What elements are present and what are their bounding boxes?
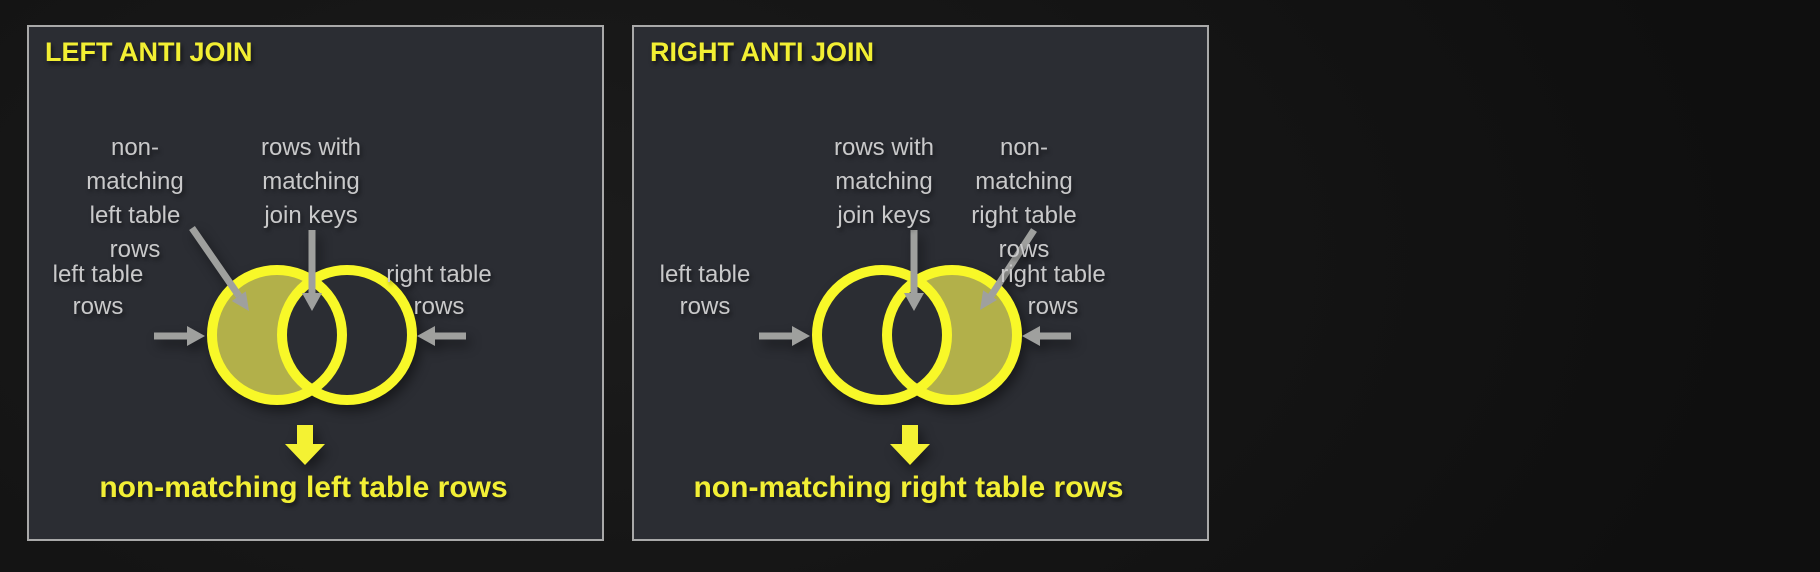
label-line: matching: [86, 168, 184, 195]
result-caption: non-matching right table rows: [693, 471, 1124, 504]
label-line: rows: [72, 293, 124, 320]
callout-arrow-right-table: [1022, 326, 1071, 346]
callout-arrow-outside-region: [189, 226, 249, 311]
label-line: rows: [109, 236, 161, 263]
label-line: join keys: [837, 202, 931, 229]
label-right-table-rows: right table rows: [368, 259, 510, 323]
label-line: right table: [386, 261, 492, 288]
label-line: join keys: [264, 202, 358, 229]
label-line: rows with: [833, 134, 935, 161]
result-down-arrow-icon: [285, 425, 325, 465]
label-line: rows with: [260, 134, 362, 161]
panel-right-anti-join: RIGHT ANTI JOIN rows with matching join: [632, 25, 1209, 541]
right-circle: [882, 265, 1022, 405]
result-caption: non-matching left table rows: [99, 471, 508, 504]
label-line: non-: [110, 134, 160, 161]
result-down-arrow-icon: [890, 425, 930, 465]
callout-arrow-right-table: [417, 326, 466, 346]
label-line: left table: [52, 261, 144, 288]
right-circle: [277, 265, 417, 405]
callout-arrow-overlap-region: [302, 230, 322, 311]
label-line: right table: [1000, 261, 1106, 288]
callout-arrow-overlap-region: [904, 230, 924, 311]
label-line: rows: [998, 236, 1050, 263]
label-matching-join-keys: rows with matching join keys: [221, 131, 401, 233]
panel-title: LEFT ANTI JOIN: [45, 37, 253, 67]
venn-diagram: [759, 228, 1071, 465]
callout-arrow-left-table: [759, 326, 810, 346]
label-line: left table: [659, 261, 751, 288]
label-line: left table: [89, 202, 181, 229]
label-line: matching: [975, 168, 1073, 195]
label-line: right table: [971, 202, 1077, 229]
label-line: rows: [413, 293, 465, 320]
venn-diagram: [154, 226, 466, 465]
callout-arrow-left-table: [154, 326, 205, 346]
label-left-table-rows: left table rows: [27, 259, 169, 323]
label-line: non-: [999, 134, 1049, 161]
panel-title: RIGHT ANTI JOIN: [650, 37, 875, 67]
label-line: matching: [262, 168, 360, 195]
callout-arrow-outside-region: [980, 228, 1037, 310]
left-circle: [812, 265, 952, 405]
label-left-table-rows: left table rows: [634, 259, 776, 323]
label-line: matching: [835, 168, 933, 195]
label-right-table-rows: right table rows: [982, 259, 1124, 323]
label-line: rows: [679, 293, 731, 320]
label-matching-join-keys: rows with matching join keys: [794, 131, 974, 233]
label-line: rows: [1027, 293, 1079, 320]
label-non-matching-right-rows: non- matching right table rows: [934, 131, 1114, 267]
left-circle: [207, 265, 347, 405]
panel-left-anti-join: LEFT ANTI JOIN non- matching left table: [27, 25, 604, 541]
label-non-matching-left-rows: non- matching left table rows: [45, 131, 225, 267]
